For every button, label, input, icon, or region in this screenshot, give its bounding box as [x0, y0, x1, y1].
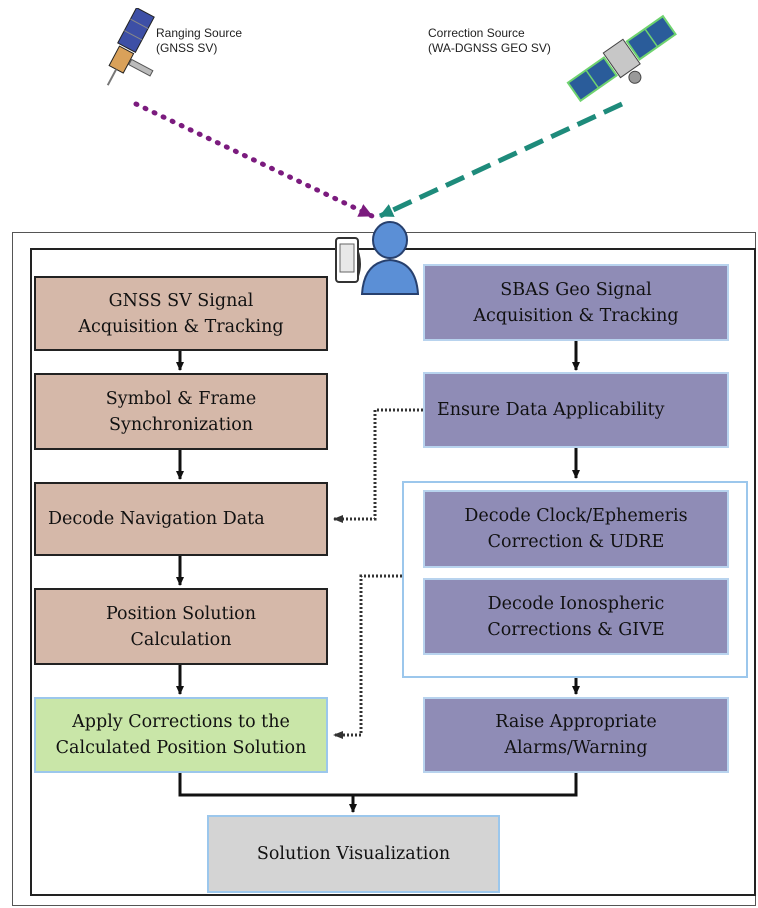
symbol-frame-sync-box: Symbol & Frame Synchronization	[34, 373, 328, 450]
decode-navigation-box: Decode Navigation Data	[34, 482, 328, 556]
ranging-source-subtitle: (GNSS SV)	[156, 41, 218, 55]
ranging-source-title: Ranging Source	[156, 26, 243, 40]
solution-visualization-box: Solution Visualization	[207, 815, 500, 893]
raise-alarms-box: Raise Appropriate Alarms/Warning	[423, 697, 729, 773]
receiver-frame	[30, 248, 756, 896]
user-receiver-icon	[335, 221, 420, 295]
merge-connector	[178, 773, 578, 797]
sbas-acquisition-box: SBAS Geo Signal Acquisition & Tracking	[423, 264, 729, 341]
apply-corrections-box: Apply Corrections to the Calculated Posi…	[34, 697, 328, 773]
correction-signal-link	[378, 101, 624, 219]
ranging-source-label: Ranging Source (GNSS SV)	[156, 26, 242, 56]
decode-ionospheric-box: Decode Ionospheric Corrections & GIVE	[423, 578, 729, 655]
dotted-link-corrections-to-apply	[333, 574, 402, 739]
ensure-data-applicability-box: Ensure Data Applicability	[423, 372, 729, 448]
correction-source-subtitle: (WA-DGNSS GEO SV)	[428, 41, 551, 55]
ranging-signal-link	[133, 101, 375, 219]
dotted-link-ensure-to-decode-nav	[333, 408, 423, 523]
correction-source-label: Correction Source (WA-DGNSS GEO SV)	[428, 26, 551, 56]
decode-clock-ephemeris-box: Decode Clock/Ephemeris Correction & UDRE	[423, 490, 729, 568]
correction-source-title: Correction Source	[428, 26, 525, 40]
position-solution-box: Position Solution Calculation	[34, 588, 328, 665]
correction-decode-group	[402, 481, 748, 678]
geo-satellite-icon	[566, 14, 677, 103]
gnss-satellite-icon	[106, 8, 155, 86]
gnss-acquisition-box: GNSS SV Signal Acquisition & Tracking	[34, 276, 328, 351]
